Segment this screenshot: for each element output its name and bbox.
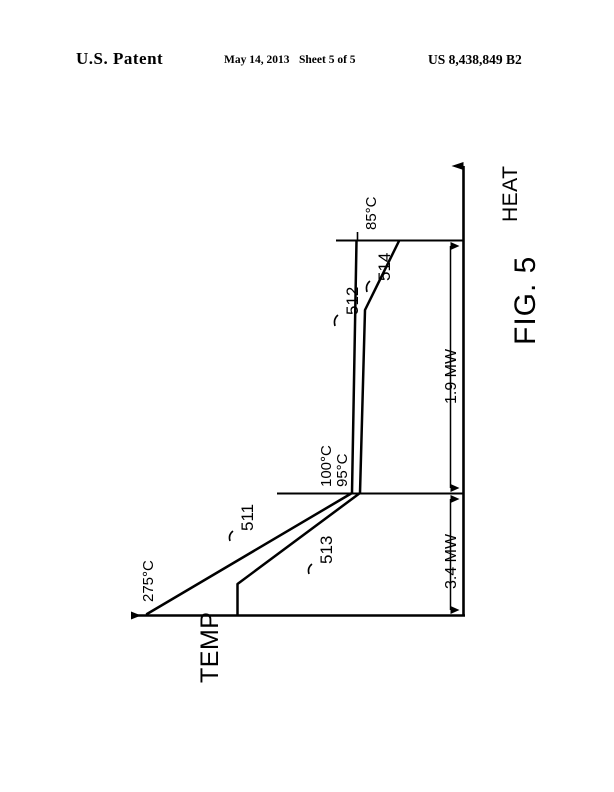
patent-office-title: U.S. Patent bbox=[76, 49, 164, 68]
leader-513 bbox=[307, 563, 313, 575]
temp-label-100c: 100°C bbox=[318, 445, 335, 487]
leader-512 bbox=[333, 314, 339, 327]
leader-514 bbox=[365, 280, 371, 293]
temp-label-85c: 85°C bbox=[363, 196, 380, 230]
patent-number: US 8,438,849 B2 bbox=[428, 52, 522, 67]
axis-label-temp: TEMP bbox=[196, 611, 224, 683]
axis-label-heat: HEAT bbox=[499, 165, 522, 222]
duty-label-1-9-mw: 1.9 MW bbox=[443, 348, 460, 404]
curve-514-cold-composite bbox=[358, 239, 401, 495]
temp-label-95c: 95°C bbox=[334, 453, 351, 487]
patent-header: U.S. Patent May 14, 2013 Sheet 5 of 5 US… bbox=[0, 49, 614, 75]
curve-513-cold-composite bbox=[236, 491, 362, 617]
curve-512-hot-composite bbox=[350, 239, 358, 495]
leader-511 bbox=[228, 530, 234, 542]
curve-511-hot-composite bbox=[145, 491, 354, 616]
ref-numeral-513: 513 bbox=[317, 535, 336, 564]
figure-caption: FIG. 5 bbox=[509, 255, 542, 345]
duty-label-3-4-mw: 3.4 MW bbox=[443, 533, 460, 589]
patent-date: May 14, 2013 bbox=[224, 54, 290, 66]
ref-numeral-512: 512 bbox=[343, 286, 362, 315]
ref-numeral-511: 511 bbox=[238, 503, 257, 531]
ref-numeral-514: 514 bbox=[375, 252, 394, 281]
temp-label-275c: 275°C bbox=[140, 560, 157, 602]
sheet-number: Sheet 5 of 5 bbox=[299, 54, 356, 66]
